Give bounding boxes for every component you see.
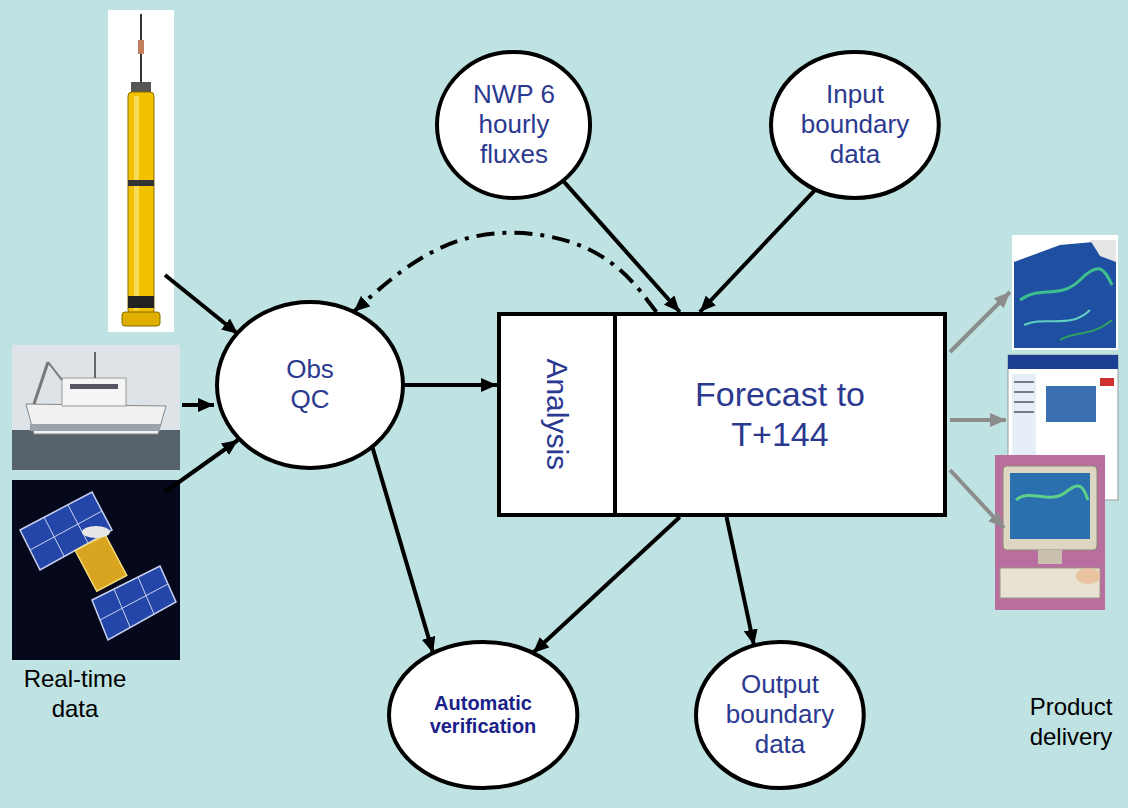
source-arrow bbox=[182, 403, 214, 407]
float-ring bbox=[128, 296, 154, 308]
panel-grid bbox=[100, 584, 168, 620]
page-button bbox=[1100, 378, 1114, 386]
menu-line bbox=[1014, 391, 1034, 393]
photo-sky bbox=[12, 345, 180, 470]
forecast-box: Forecast to T+144 bbox=[613, 312, 947, 517]
input-ellipse: Input boundary data bbox=[769, 50, 941, 200]
delivery-arrow bbox=[950, 470, 1004, 528]
ship-crane bbox=[34, 362, 48, 404]
ship-bridge bbox=[62, 378, 126, 406]
node-text: Input boundary data bbox=[800, 80, 910, 170]
ellipse-shape bbox=[217, 302, 403, 468]
flow-arrow bbox=[372, 447, 433, 653]
satellite-body bbox=[75, 535, 127, 592]
ship-hull-band bbox=[30, 424, 160, 431]
node-text: Obs QC bbox=[270, 355, 350, 415]
node-text: Forecast to T+144 bbox=[675, 375, 885, 453]
map-land bbox=[1090, 240, 1116, 262]
float-shine bbox=[134, 96, 139, 310]
side-label: Product delivery bbox=[1020, 692, 1122, 752]
menu-line bbox=[1014, 401, 1034, 403]
flow-arrow bbox=[700, 189, 816, 312]
map-streak bbox=[1060, 320, 1112, 340]
map-picture bbox=[1012, 235, 1118, 350]
ship-hull bbox=[26, 404, 166, 434]
node-text: Automatic verification bbox=[421, 692, 545, 738]
monitor-stand bbox=[1038, 550, 1062, 564]
photo-ground bbox=[108, 10, 174, 332]
output-ellipse: Automatic verification bbox=[387, 640, 579, 790]
analysis-box: Analysis bbox=[497, 312, 617, 517]
node-text: Output boundary data bbox=[725, 670, 835, 760]
photo-ground bbox=[995, 455, 1105, 610]
flow-arrow bbox=[727, 517, 755, 646]
delivery-arrow bbox=[950, 418, 1006, 422]
node-text: Analysis bbox=[540, 359, 575, 471]
ship-crane bbox=[48, 362, 62, 380]
float-body bbox=[128, 92, 154, 314]
photo-sea bbox=[12, 430, 180, 470]
ellipse-shape bbox=[771, 52, 939, 198]
keyboard bbox=[1000, 568, 1100, 598]
menu-line bbox=[1014, 381, 1034, 383]
monitor-bezel bbox=[1003, 466, 1097, 550]
map-streak bbox=[1024, 310, 1090, 325]
ship-picture bbox=[12, 345, 180, 470]
source-arrow bbox=[165, 440, 238, 492]
node-text: NWP 6 hourly fluxes bbox=[464, 80, 564, 170]
float-ring bbox=[128, 180, 154, 186]
side-label: Real-time data bbox=[10, 664, 140, 724]
menu-line bbox=[1014, 411, 1034, 413]
satellite-picture bbox=[12, 480, 180, 660]
delivery-arrow bbox=[950, 292, 1010, 352]
float-picture bbox=[108, 10, 174, 332]
ship-mast bbox=[94, 352, 96, 378]
qc-ellipse: Obs QC bbox=[215, 300, 405, 470]
page-map bbox=[1046, 386, 1096, 422]
antenna-tag bbox=[138, 40, 144, 54]
flow-arrow bbox=[533, 517, 680, 653]
map-ocean bbox=[1014, 240, 1116, 348]
float-base bbox=[122, 312, 160, 326]
map-streak bbox=[1020, 269, 1112, 300]
hand bbox=[1076, 568, 1100, 584]
feedback-arrow bbox=[354, 233, 657, 312]
photo-space bbox=[12, 480, 180, 660]
map-ground bbox=[1012, 235, 1118, 350]
input-ellipse: NWP 6 hourly fluxes bbox=[435, 50, 592, 200]
ellipse-shape bbox=[389, 642, 577, 788]
monitor-screen bbox=[1010, 473, 1090, 539]
source-arrow bbox=[165, 275, 238, 334]
ship-windows bbox=[70, 384, 118, 389]
monitor-picture bbox=[995, 455, 1105, 610]
ellipse-shape bbox=[437, 52, 590, 198]
flow-arrow bbox=[403, 383, 497, 387]
screen-picture bbox=[1016, 486, 1088, 500]
flow-arrow bbox=[563, 181, 680, 312]
ellipse-shape bbox=[696, 642, 864, 788]
page-header bbox=[1008, 355, 1118, 369]
output-ellipse: Output boundary data bbox=[694, 640, 866, 790]
satellite-dish bbox=[82, 526, 110, 538]
